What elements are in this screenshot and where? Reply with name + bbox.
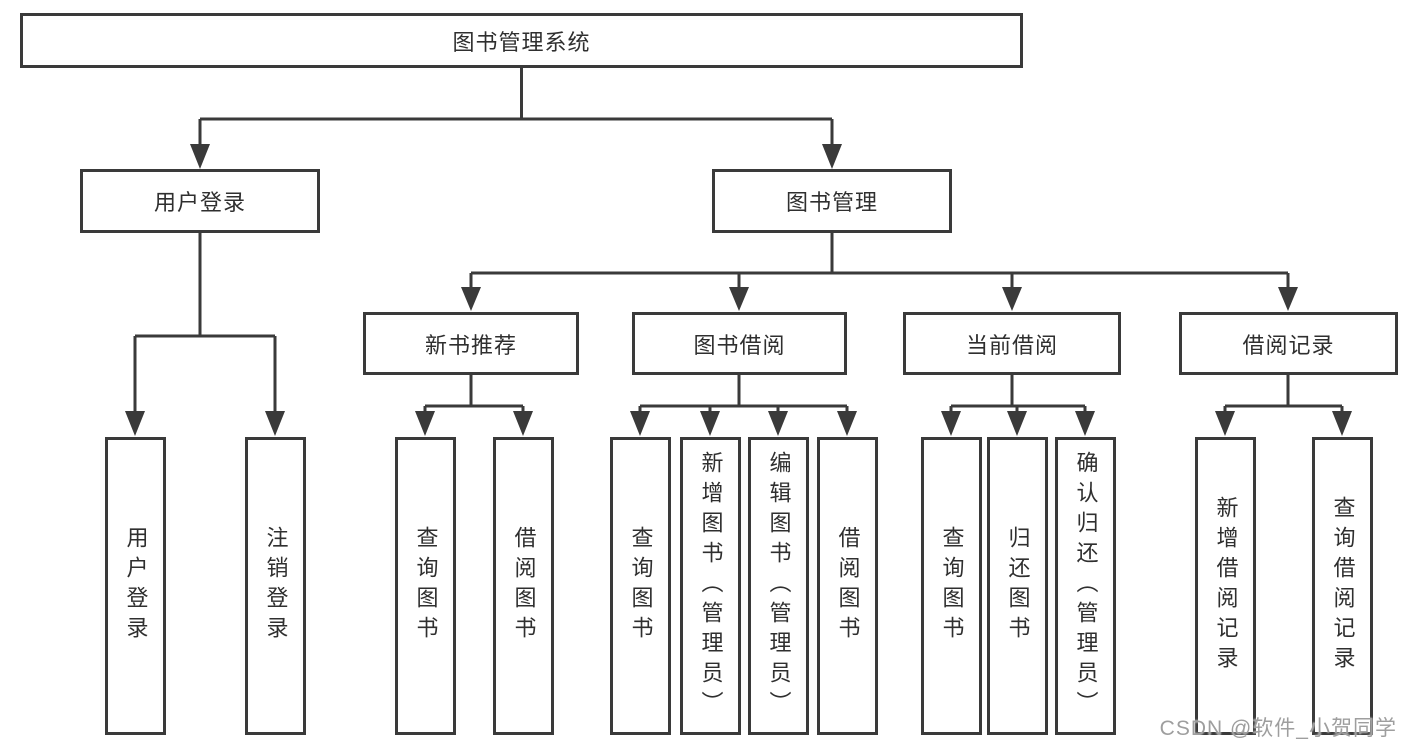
leaf-query-book-borrow: 查询图书 bbox=[610, 437, 671, 735]
leaf-user-login: 用户登录 bbox=[105, 437, 166, 735]
node-borrow-records: 借阅记录 bbox=[1179, 312, 1398, 375]
leaf-logout: 注销登录 bbox=[245, 437, 306, 735]
leaf-query-borrow-record: 查询借阅记录 bbox=[1312, 437, 1373, 735]
connector-user-login-to-leaves bbox=[125, 233, 285, 436]
connector-current-borrow-to-leaves bbox=[941, 375, 1095, 436]
leaf-query-book-recommend: 查询图书 bbox=[395, 437, 456, 735]
connector-book-management-to-level3 bbox=[461, 233, 1298, 311]
node-book-borrow: 图书借阅 bbox=[632, 312, 847, 375]
leaf-return-book: 归还图书 bbox=[987, 437, 1048, 735]
node-root: 图书管理系统 bbox=[20, 13, 1023, 68]
csdn-watermark: CSDN @软件_小贺同学 bbox=[1159, 717, 1397, 740]
leaf-edit-book-admin: 编辑图书（管理员） bbox=[748, 437, 809, 735]
connector-root-to-level2 bbox=[190, 68, 842, 169]
node-user-login: 用户登录 bbox=[80, 169, 320, 233]
connector-borrow-records-to-leaves bbox=[1215, 375, 1352, 436]
connector-new-book-recommend-to-leaves bbox=[415, 375, 533, 436]
node-current-borrow: 当前借阅 bbox=[903, 312, 1121, 375]
leaf-borrow-book: 借阅图书 bbox=[817, 437, 878, 735]
leaf-borrow-book-recommend: 借阅图书 bbox=[493, 437, 554, 735]
leaf-add-borrow-record: 新增借阅记录 bbox=[1195, 437, 1256, 735]
leaf-query-book-current: 查询图书 bbox=[921, 437, 982, 735]
node-book-management: 图书管理 bbox=[712, 169, 952, 233]
leaf-confirm-return-admin: 确认归还（管理员） bbox=[1055, 437, 1116, 735]
leaf-add-book-admin: 新增图书（管理员） bbox=[680, 437, 741, 735]
connector-book-borrow-to-leaves bbox=[630, 375, 857, 436]
node-new-book-recommend: 新书推荐 bbox=[363, 312, 579, 375]
